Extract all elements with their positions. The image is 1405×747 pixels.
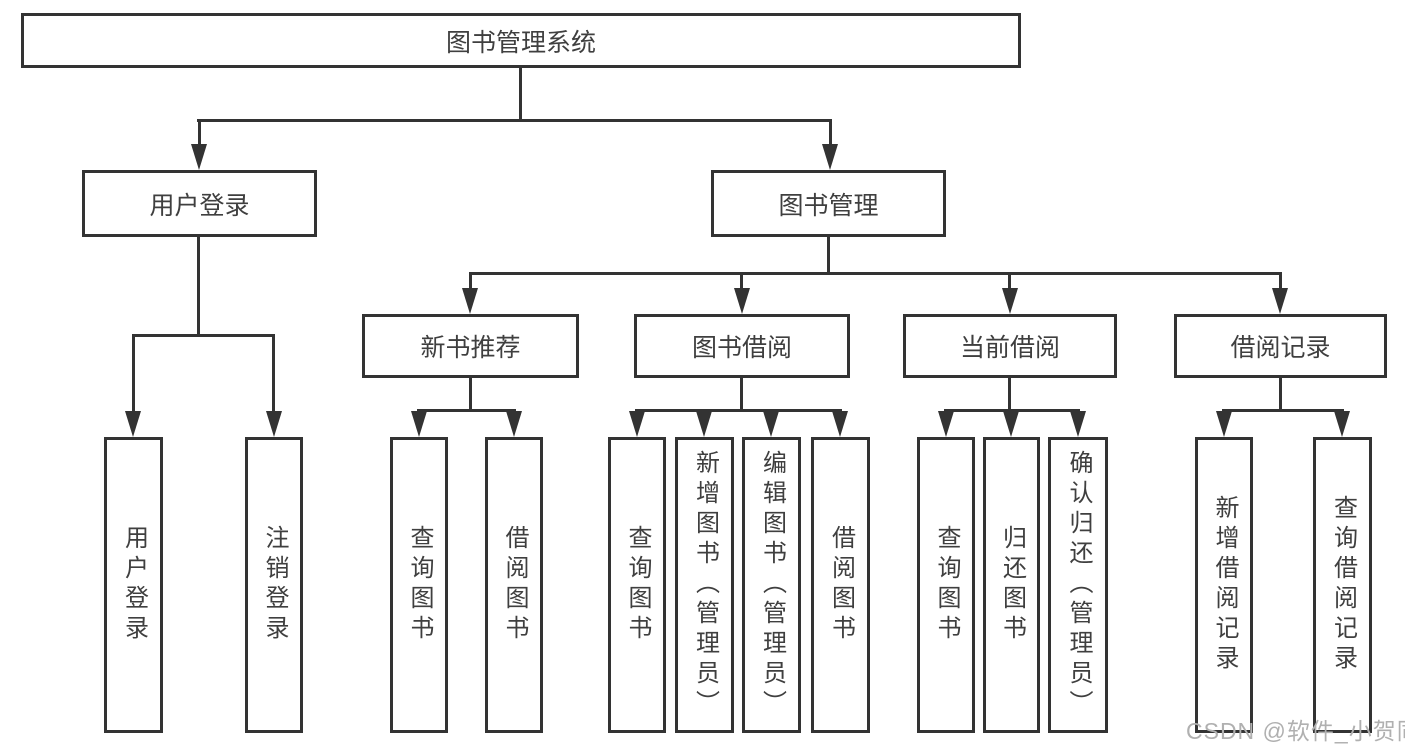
leaf-logout: 注销登录 [245,437,303,733]
arrowhead-bb-borrow [832,411,848,437]
arrowhead-cb-search [938,411,954,437]
leaf-borrow-edit-admin: 编辑图书（管理员） [742,437,801,733]
connector-login-drop-2 [272,334,275,416]
connector-level2-drop-4 [1279,272,1282,292]
arrowhead-new-books [462,288,478,314]
leaf-borrow-search: 查询图书 [608,437,666,733]
connector-mgmt-stem [827,235,830,275]
arrowhead-borrow-records [1272,288,1288,314]
connector-level2-drop-1 [469,272,472,292]
connector-level1-rail [197,119,832,122]
csdn-watermark: CSDN @软件_小贺同学 [1186,718,1405,744]
connector-newbooks-rail [417,409,516,412]
node-current-borrow: 当前借阅 [903,314,1117,378]
leaf-current-confirm-admin: 确认归还（管理员） [1048,437,1108,733]
node-root: 图书管理系统 [21,13,1021,68]
node-new-books: 新书推荐 [362,314,579,378]
arrowhead-bb-search [629,411,645,437]
arrowhead-nb-search [411,411,427,437]
connector-root-stem [519,68,522,122]
arrowhead-book-mgmt [822,144,838,170]
leaf-newbooks-borrow: 借阅图书 [485,437,543,733]
arrowhead-rec-add [1216,411,1232,437]
arrowhead-rec-search [1334,411,1350,437]
leaf-current-return: 归还图书 [983,437,1040,733]
arrowhead-bb-edit [763,411,779,437]
leaf-records-add: 新增借阅记录 [1195,437,1253,733]
connector-login-rail [132,334,275,337]
arrowhead-leaf-logout [266,411,282,437]
node-book-mgmt: 图书管理 [711,170,946,237]
connector-current-rail [944,409,1080,412]
connector-newbooks-stem [469,376,472,412]
leaf-records-search: 查询借阅记录 [1313,437,1372,733]
arrowhead-nb-borrow [506,411,522,437]
arrowhead-leaf-login [125,411,141,437]
leaf-borrow-borrow: 借阅图书 [811,437,870,733]
leaf-user-login: 用户登录 [104,437,163,733]
node-book-borrow: 图书借阅 [634,314,850,378]
connector-level1-drop-right [829,119,832,149]
node-user-login: 用户登录 [82,170,317,237]
node-borrow-records: 借阅记录 [1174,314,1387,378]
arrowhead-current-borrow [1002,288,1018,314]
connector-level2-drop-2 [740,272,743,292]
leaf-newbooks-search: 查询图书 [390,437,448,733]
connector-login-stem [197,237,200,337]
leaf-borrow-add-admin: 新增图书（管理员） [675,437,734,733]
connector-login-drop-1 [132,334,135,416]
connector-borrow-stem [740,376,743,412]
arrowhead-user-login [191,144,207,170]
connector-records-rail [1222,409,1344,412]
connector-records-stem [1279,376,1282,412]
connector-current-stem [1008,376,1011,412]
connector-level2-rail [469,272,1282,275]
arrowhead-bb-add [696,411,712,437]
arrowhead-cb-return [1003,411,1019,437]
arrowhead-cb-confirm [1070,411,1086,437]
connector-level2-drop-3 [1008,272,1011,292]
arrowhead-book-borrow [734,288,750,314]
leaf-current-search: 查询图书 [917,437,975,733]
connector-level1-drop-left [198,119,201,149]
connector-borrow-rail [635,409,842,412]
